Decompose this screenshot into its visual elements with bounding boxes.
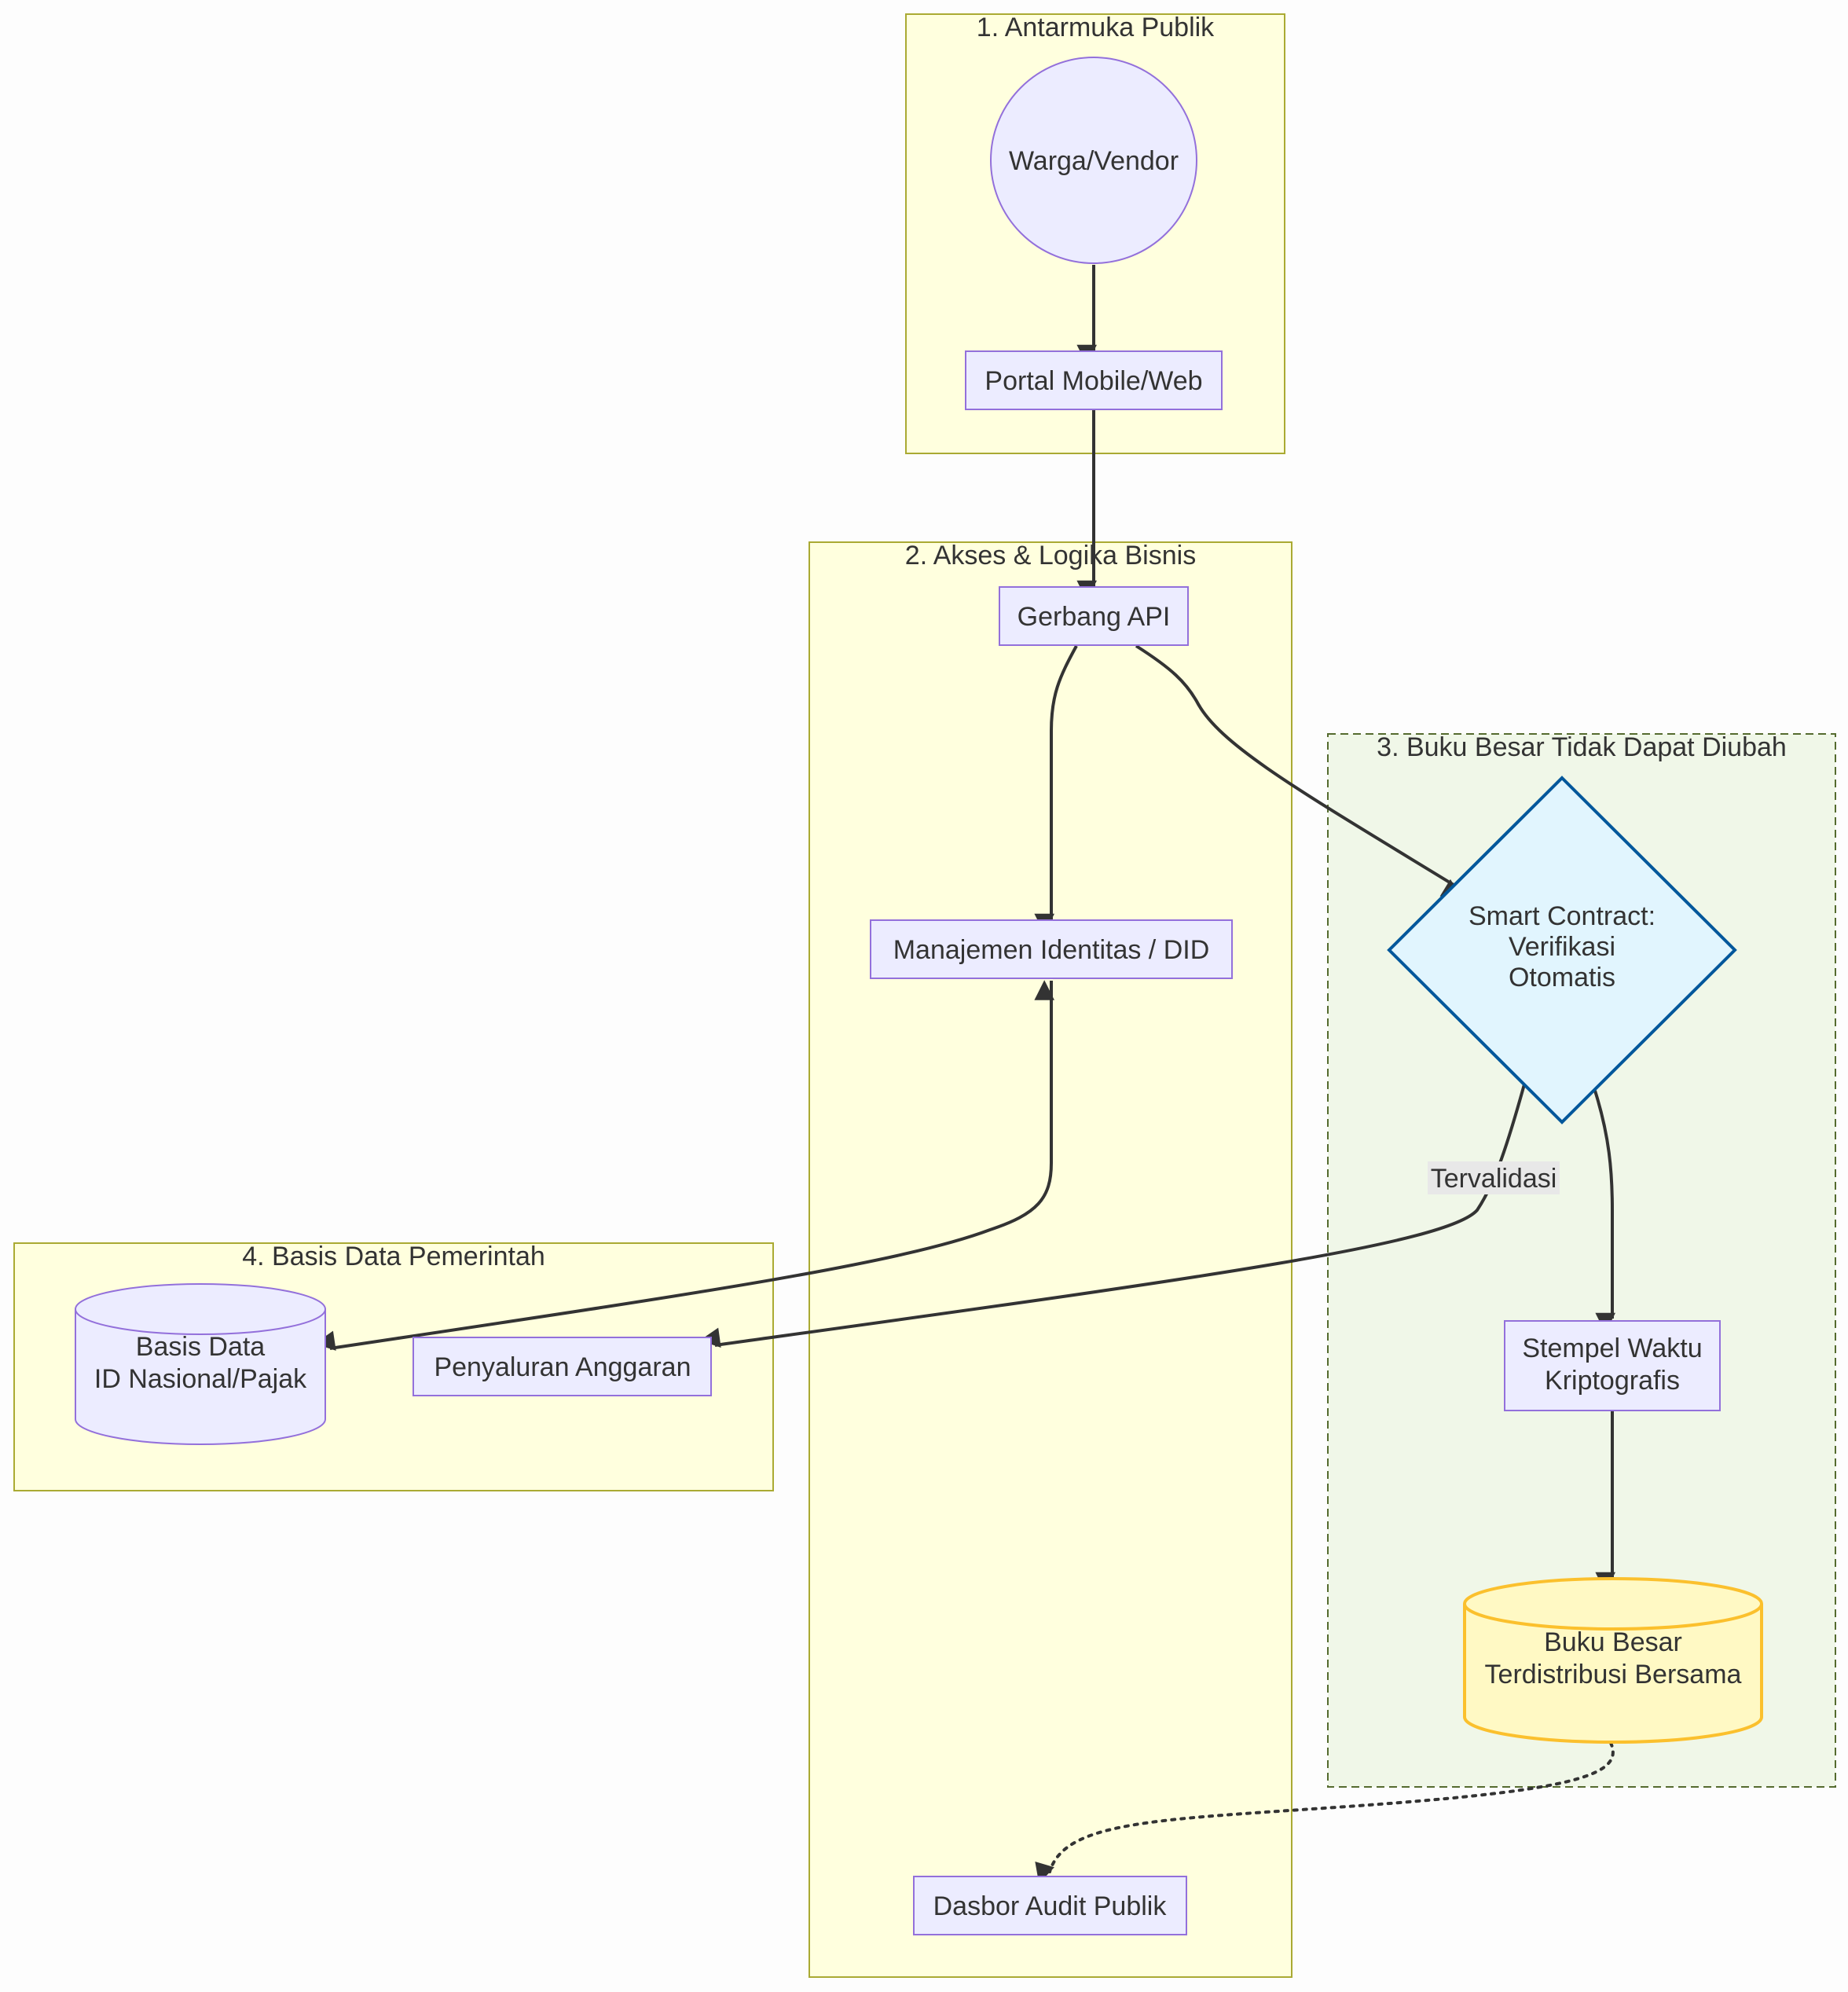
- node-gateway-label: Gerbang API: [1018, 602, 1171, 632]
- edge-gateway-contract: [1135, 644, 1463, 899]
- node-audit-label: Dasbor Audit Publik: [933, 1891, 1168, 1921]
- node-dlt-top-rim: [1463, 1603, 1763, 1631]
- node-govdb-top-rim: [75, 1308, 326, 1335]
- edge-dlt-audit: [1035, 1741, 1615, 1884]
- node-timestamp[interactable]: Stempel Waktu Kriptografis: [1504, 1320, 1721, 1411]
- node-smart-contract[interactable]: Smart Contract: Verifikasi Otomatis: [1387, 776, 1737, 1124]
- node-govdb-shape: [75, 1283, 326, 1445]
- node-gateway[interactable]: Gerbang API: [999, 586, 1189, 646]
- node-govdb-label-line-1: Basis Data: [136, 1332, 265, 1362]
- cluster-public-title: 1. Antarmuka Publik: [977, 13, 1215, 42]
- edge-contract-timestamp: [1593, 1090, 1615, 1334]
- node-citizen[interactable]: Warga/Vendor: [990, 57, 1197, 264]
- cluster-access-title: 2. Akses & Logika Bisnis: [905, 541, 1196, 570]
- node-timestamp-label-line-2: Kriptografis: [1545, 1366, 1680, 1396]
- node-budget-shape: [412, 1337, 712, 1396]
- node-identity-label: Manajemen Identitas / DID: [893, 935, 1210, 965]
- node-timestamp-label-line-1: Stempel Waktu: [1522, 1334, 1702, 1363]
- node-government-db[interactable]: Basis Data ID Nasional/Pajak: [75, 1283, 326, 1445]
- node-dlt-label-line-2: Terdistribusi Bersama: [1485, 1660, 1742, 1689]
- node-portal-label: Portal Mobile/Web: [984, 366, 1202, 396]
- node-contract-label-line-2: Verifikasi: [1509, 932, 1615, 962]
- node-audit-dashboard[interactable]: Dasbor Audit Publik: [913, 1876, 1187, 1935]
- node-contract-label-line-3: Otomatis: [1509, 963, 1615, 992]
- edge-label-validated: Tervalidasi: [1428, 1161, 1560, 1194]
- node-dlt-label-line-1: Buku Besar: [1544, 1627, 1682, 1657]
- node-identity[interactable]: Manajemen Identitas / DID: [870, 919, 1233, 979]
- node-distributed-ledger[interactable]: Buku Besar Terdistribusi Bersama: [1463, 1577, 1763, 1744]
- node-audit-shape: [913, 1876, 1187, 1935]
- node-govdb-label-line-2: ID Nasional/Pajak: [94, 1364, 307, 1394]
- node-citizen-shape: [990, 57, 1197, 264]
- edge-gateway-identity: [1034, 645, 1078, 934]
- node-portal[interactable]: Portal Mobile/Web: [965, 350, 1223, 410]
- cluster-gov-title: 4. Basis Data Pemerintah: [242, 1242, 545, 1271]
- node-citizen-label: Warga/Vendor: [1009, 146, 1179, 176]
- edge-label-bg: [1428, 1161, 1560, 1194]
- node-budget-label: Penyaluran Anggaran: [434, 1352, 691, 1382]
- node-gateway-shape: [999, 586, 1189, 646]
- node-dlt-shape: [1463, 1577, 1763, 1744]
- cluster-ledger-title: 3. Buku Besar Tidak Dapat Diubah: [1377, 732, 1787, 762]
- node-portal-shape: [965, 350, 1223, 410]
- edge-label-validated-text: Tervalidasi: [1431, 1164, 1557, 1194]
- node-budget-disbursement[interactable]: Penyaluran Anggaran: [412, 1337, 712, 1396]
- node-timestamp-shape: [1504, 1320, 1721, 1411]
- edge-identity-govdb: [314, 980, 1054, 1351]
- node-identity-shape: [870, 919, 1233, 979]
- node-contract-label-line-1: Smart Contract:: [1468, 901, 1656, 931]
- node-contract-shape: [1387, 776, 1737, 1124]
